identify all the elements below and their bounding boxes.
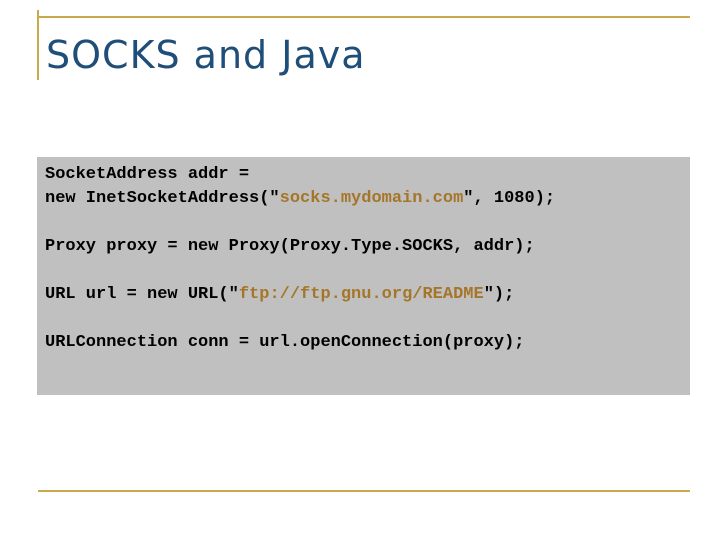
code-line-4: URL url = new URL("ftp://ftp.gnu.org/REA… — [45, 283, 690, 307]
code-line-3: Proxy proxy = new Proxy(Proxy.Type.SOCKS… — [45, 235, 690, 259]
code-string-literal: ftp://ftp.gnu.org/README — [238, 285, 484, 304]
code-line-2: new InetSocketAddress("socks.mydomain.co… — [45, 187, 690, 211]
code-blank-line — [45, 307, 690, 331]
code-text: new InetSocketAddress(" — [45, 189, 280, 208]
bottom-accent-line — [38, 490, 690, 492]
code-blank-line — [45, 211, 690, 235]
code-line-1: SocketAddress addr = — [45, 163, 690, 187]
code-text: Proxy proxy = new Proxy(Proxy.Type.SOCKS… — [45, 237, 535, 256]
code-blank-line — [45, 259, 690, 283]
code-text: URLConnection conn = url.openConnection(… — [45, 333, 525, 352]
code-text: "); — [483, 285, 515, 304]
code-string-literal: socks.mydomain.com — [279, 189, 464, 208]
code-line-5: URLConnection conn = url.openConnection(… — [45, 331, 690, 355]
left-accent-line — [37, 10, 39, 80]
code-text: ", 1080); — [463, 189, 556, 208]
code-block: SocketAddress addr = new InetSocketAddre… — [37, 157, 690, 395]
code-text: SocketAddress addr = — [45, 165, 250, 184]
code-text: URL url = new URL(" — [45, 285, 239, 304]
top-accent-line — [38, 16, 690, 18]
slide-title: SOCKS and Java — [46, 33, 366, 77]
